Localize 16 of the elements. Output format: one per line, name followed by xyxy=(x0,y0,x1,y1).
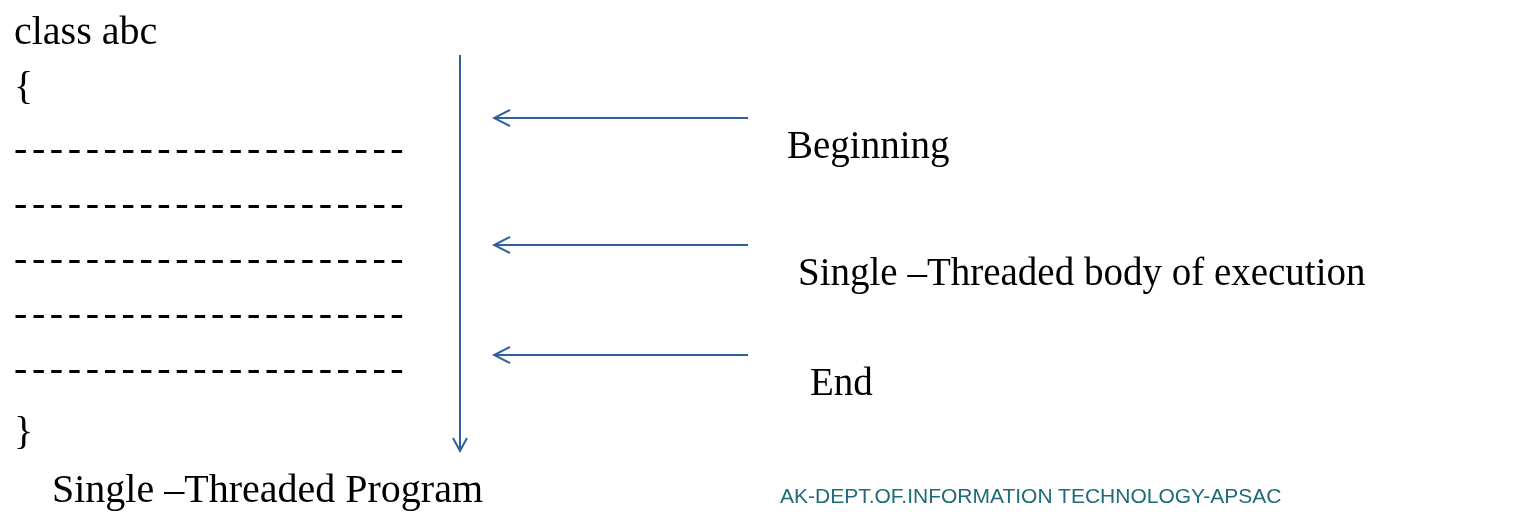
code-line: ---------------------- xyxy=(14,289,409,337)
caption: Single –Threaded Program xyxy=(52,465,483,513)
annotation-text: End xyxy=(748,355,873,409)
code-line: { xyxy=(14,62,34,110)
code-line: ---------------------- xyxy=(14,124,409,172)
code-line: } xyxy=(14,407,34,455)
annotation-text: Single –Threaded body of execution xyxy=(748,245,1366,299)
arrow xyxy=(493,109,749,127)
code-line: class abc xyxy=(14,7,158,55)
arrow xyxy=(493,236,749,254)
annotation-text: Beginning xyxy=(748,118,950,172)
code-line: ---------------------- xyxy=(14,179,409,227)
code-line: ---------------------- xyxy=(14,234,409,282)
code-line: ---------------------- xyxy=(14,344,409,392)
arrow xyxy=(493,346,749,364)
footer-text: AK-DEPT.OF.INFORMATION TECHNOLOGY-APSAC xyxy=(780,484,1282,508)
